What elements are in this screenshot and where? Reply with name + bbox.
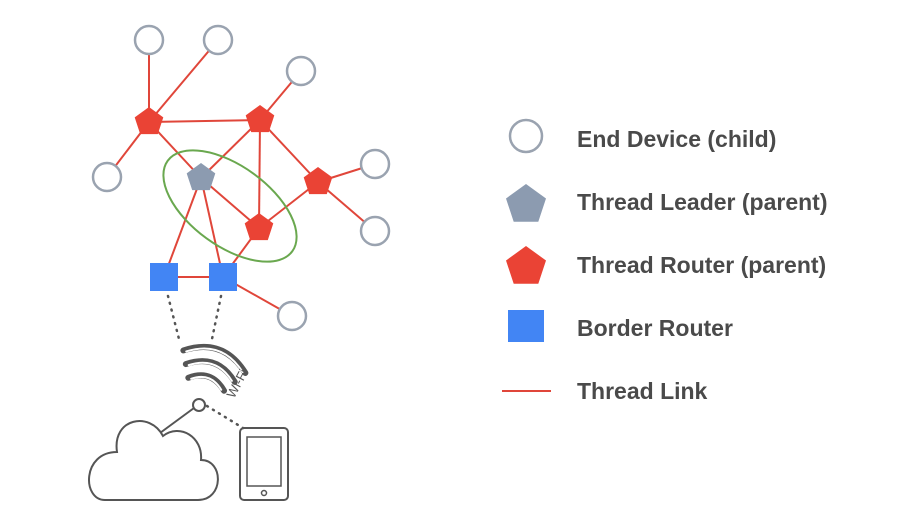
- legend: End Device (child) Thread Leader (parent…: [502, 118, 828, 404]
- thread-links: [106, 39, 376, 317]
- wifi-arc: [180, 343, 249, 377]
- wifi-dotted-link: [210, 294, 223, 341]
- thread-link: [200, 177, 224, 278]
- phone-screen: [246, 436, 282, 487]
- end-device-legend-icon: [508, 118, 544, 154]
- leader-legend-icon: [506, 184, 546, 222]
- leader-group-ellipse: [162, 149, 298, 263]
- end-device-node: [359, 215, 391, 247]
- wifi-connections: [166, 294, 245, 430]
- legend-label-leader: Thread Leader (parent): [577, 189, 828, 215]
- phone-icon: [239, 427, 289, 501]
- end-device-node: [285, 55, 317, 87]
- router-node: [303, 167, 333, 195]
- border-routers: [150, 263, 237, 291]
- phone-home-button: [260, 489, 268, 497]
- wifi-dotted-link: [166, 294, 181, 341]
- router-legend-icon: [506, 246, 546, 284]
- wifi-arc: [182, 358, 238, 385]
- router-node: [134, 107, 164, 135]
- wifi-arc: [185, 372, 228, 394]
- thread-link: [200, 119, 261, 179]
- border-router-legend-icon: [508, 310, 544, 342]
- border-router-node: [150, 263, 178, 291]
- leader-node: [186, 163, 216, 191]
- router-node: [244, 213, 274, 241]
- thread-link: [259, 119, 319, 183]
- end-devices: [91, 24, 391, 332]
- end-device-node: [202, 24, 234, 56]
- thread-link: [163, 177, 202, 278]
- wifi-cloud-link: [159, 407, 195, 434]
- thread-link: [148, 119, 261, 123]
- end-device-node: [276, 300, 308, 332]
- phone-body: [239, 427, 289, 501]
- wifi-access-point: [192, 398, 206, 412]
- thread-routers: [134, 105, 333, 241]
- legend-label-router: Thread Router (parent): [577, 252, 826, 278]
- wifi-arc: [190, 375, 223, 391]
- wifi-arc: [185, 347, 244, 373]
- thread-link: [258, 119, 261, 229]
- legend-label-thread-link: Thread Link: [577, 378, 708, 404]
- thread-link: [148, 39, 219, 123]
- wifi-dotted-link: [205, 404, 245, 430]
- cloud-icon: [88, 420, 219, 501]
- legend-label-border-router: Border Router: [577, 315, 733, 341]
- router-node: [245, 105, 275, 133]
- end-device-node: [359, 148, 391, 180]
- border-router-node: [209, 263, 237, 291]
- end-device-node: [133, 24, 165, 56]
- end-device-node: [91, 161, 123, 193]
- wifi-arc: [187, 361, 233, 382]
- legend-label-end-device: End Device (child): [577, 126, 776, 152]
- wifi-icon: [180, 343, 249, 394]
